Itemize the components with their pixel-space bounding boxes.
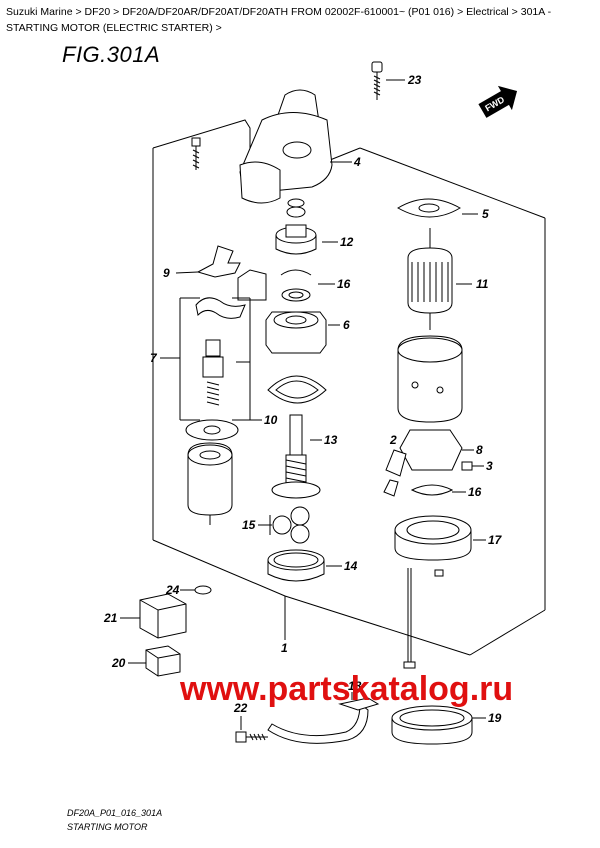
- callout-22: 22: [233, 701, 248, 715]
- part-4-housing: [239, 89, 352, 204]
- breadcrumb-item-variant[interactable]: DF20A/DF20AR/DF20AT/DF20ATH FROM 02002F-…: [122, 6, 455, 18]
- callout-19: 19: [488, 711, 502, 725]
- breadcrumb-separator: >: [75, 6, 82, 18]
- part-12-pinion: [275, 224, 338, 255]
- breadcrumb-item-brand[interactable]: Suzuki Marine: [6, 6, 73, 18]
- callout-20: 20: [111, 656, 126, 670]
- callout-16-top: 16: [337, 277, 351, 291]
- callout-16-bottom: 16: [468, 485, 482, 499]
- part-8-brush-holder: [383, 429, 474, 497]
- part-6-gear-housing: [265, 311, 340, 354]
- figure-code: DF20A_P01_016_301A: [67, 808, 163, 818]
- part-19-ring: [391, 705, 486, 745]
- part-5-plate: [397, 198, 478, 218]
- callout-9: 9: [163, 266, 170, 280]
- callout-17: 17: [488, 533, 503, 547]
- breadcrumb-item-section[interactable]: 301A - STARTING MOTOR (ELECTRIC STARTER): [6, 6, 552, 34]
- callout-21: 21: [103, 611, 118, 625]
- figure-caption: STARTING MOTOR: [67, 822, 148, 832]
- part-17-end-cap: [394, 515, 486, 561]
- callout-3: 3: [486, 459, 493, 473]
- callout-15: 15: [242, 518, 256, 532]
- callout-10: 10: [264, 413, 278, 427]
- part-15-gears: [258, 506, 310, 544]
- callout-24: 24: [165, 583, 180, 597]
- callout-11: 11: [476, 277, 489, 291]
- assembly-frame: [152, 119, 251, 160]
- part-10-plate: [185, 419, 239, 441]
- part-9-lever: [175, 245, 241, 278]
- breadcrumb-separator: >: [511, 6, 518, 18]
- part-14-ring-gear: [267, 549, 342, 582]
- part-24-nut: [180, 585, 212, 595]
- part-11-armature: [407, 228, 472, 330]
- callout-13: 13: [324, 433, 338, 447]
- callout-18: 18: [348, 679, 362, 693]
- part-10-group: [232, 297, 262, 421]
- part-16-circlip-bottom: [410, 484, 466, 496]
- part-21-relay: [120, 593, 187, 639]
- callout-4: 4: [353, 155, 361, 169]
- callout-14: 14: [344, 559, 358, 573]
- breadcrumb-separator: >: [113, 6, 120, 18]
- part-3-screw: [461, 461, 484, 471]
- callout-5: 5: [482, 207, 489, 221]
- breadcrumb-separator: >: [457, 6, 464, 18]
- part-18-band: [267, 692, 380, 744]
- callout-7: 7: [150, 351, 158, 365]
- figure-title: FIG.301A: [62, 42, 161, 67]
- breadcrumb-item-category[interactable]: Electrical: [466, 6, 509, 18]
- part-20-cover: [128, 645, 181, 677]
- part-solenoid-cap: [195, 269, 267, 319]
- callout-23: 23: [407, 73, 422, 87]
- breadcrumb-trailing: >: [215, 22, 222, 34]
- part-7-plunger: [160, 297, 224, 421]
- breadcrumb: Suzuki Marine > DF20 > DF20A/DF20AR/DF20…: [6, 4, 594, 36]
- part-23-bolt: [371, 61, 405, 100]
- part-16-circlip-top: [280, 269, 335, 302]
- part-washer: [287, 198, 305, 208]
- callout-8: 8: [476, 443, 483, 457]
- callout-1: 1: [281, 641, 288, 655]
- part-motor-body: [187, 442, 233, 525]
- breadcrumb-item-model[interactable]: DF20: [84, 6, 111, 18]
- fwd-arrow-icon: FWD: [478, 85, 518, 118]
- callout-2: 2: [389, 433, 397, 447]
- part-gasket: [267, 375, 327, 404]
- watermark-text: www.partskatalog.ru: [179, 670, 513, 708]
- callout-6: 6: [343, 318, 350, 332]
- part-22-bolt: [235, 716, 268, 743]
- part-yoke: [397, 335, 463, 423]
- part-small-bolt: [191, 137, 201, 170]
- callout-12: 12: [340, 235, 354, 249]
- part-13-shaft: [271, 414, 322, 499]
